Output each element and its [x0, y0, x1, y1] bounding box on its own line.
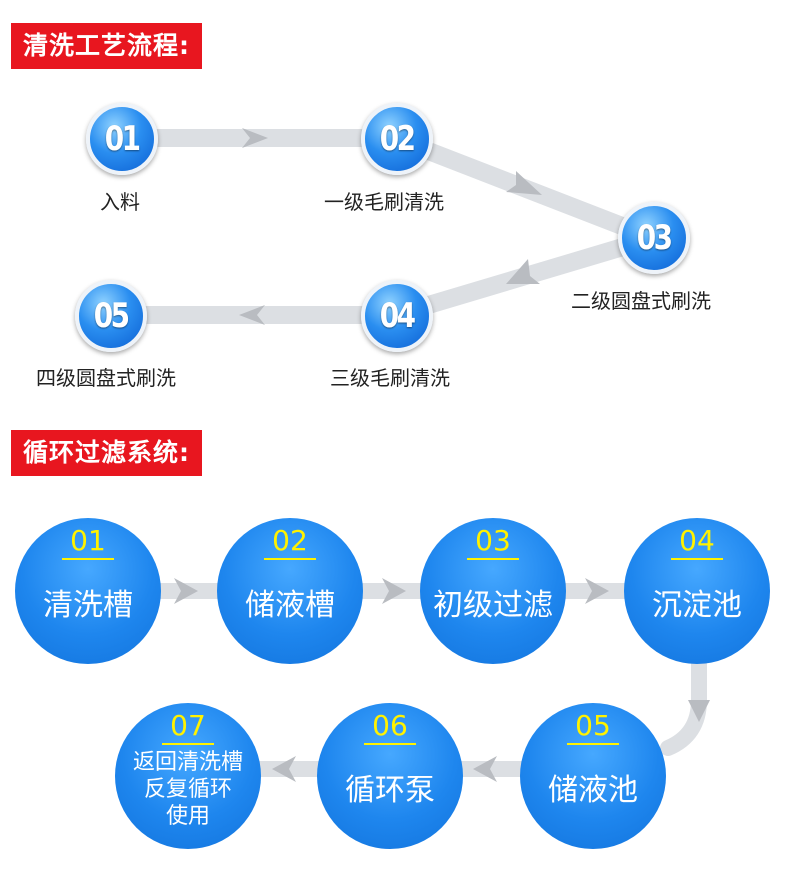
step-number: 02: [380, 119, 416, 159]
filtration-connectors: [150, 578, 710, 782]
step-02-label: 一级毛刷清洗: [324, 190, 444, 214]
step-number: 05: [94, 296, 130, 336]
arrow-left-icon: [473, 756, 497, 782]
arrow-left-icon: [272, 756, 296, 782]
filter-step-01: 01 清洗槽: [15, 518, 161, 664]
step-05-circle: 05: [75, 280, 147, 352]
arrow-down-icon: [688, 700, 710, 722]
filter-step-number: 04: [671, 524, 723, 560]
filter-step-label: 储液池: [548, 773, 638, 808]
arrow-down-right-icon: [506, 171, 542, 195]
filter-step-label: 返回清洗槽 反复循环 使用: [132, 750, 243, 829]
arrow-right-icon: [242, 128, 268, 148]
filter-step-number: 06: [364, 709, 416, 745]
step-01-circle: 01: [86, 103, 158, 175]
filter-step-number: 02: [264, 524, 316, 560]
step-02-circle: 02: [361, 103, 433, 175]
filter-step-label: 初级过滤: [433, 588, 553, 623]
filter-step-number: 01: [62, 524, 114, 560]
filter-step-label: 循环泵: [345, 773, 435, 808]
arrow-right-icon: [382, 578, 406, 604]
step-04-label: 三级毛刷清洗: [330, 366, 450, 390]
filter-step-03: 03 初级过滤: [420, 518, 566, 664]
arrow-left-icon: [239, 305, 265, 325]
filter-step-number: 03: [467, 524, 519, 560]
arrow-down-left-icon: [506, 259, 540, 284]
filter-step-05: 05 储液池: [520, 703, 666, 849]
filter-step-number: 07: [162, 709, 214, 745]
arrow-right-icon: [585, 578, 609, 604]
filter-step-label: 沉淀池: [652, 588, 742, 623]
step-01-label: 入料: [100, 190, 140, 214]
step-number: 03: [637, 218, 673, 258]
filter-step-label: 清洗槽: [43, 588, 133, 623]
filter-step-number: 05: [567, 709, 619, 745]
filter-step-label: 储液槽: [245, 588, 335, 623]
arrow-right-icon: [174, 578, 198, 604]
step-04-circle: 04: [361, 280, 433, 352]
filtration-system-title: 循环过滤系统:: [11, 430, 202, 476]
step-05-label: 四级圆盘式刷洗: [36, 366, 176, 390]
step-03-label: 二级圆盘式刷洗: [571, 289, 711, 313]
filter-step-02: 02 储液槽: [217, 518, 363, 664]
filter-step-06: 06 循环泵: [317, 703, 463, 849]
step-03-circle: 03: [618, 202, 690, 274]
step-number: 04: [380, 296, 416, 336]
filter-step-07: 07 返回清洗槽 反复循环 使用: [115, 703, 261, 849]
washing-process-title: 清洗工艺流程:: [11, 23, 202, 69]
filter-step-04: 04 沉淀池: [624, 518, 770, 664]
step-number: 01: [105, 119, 141, 159]
